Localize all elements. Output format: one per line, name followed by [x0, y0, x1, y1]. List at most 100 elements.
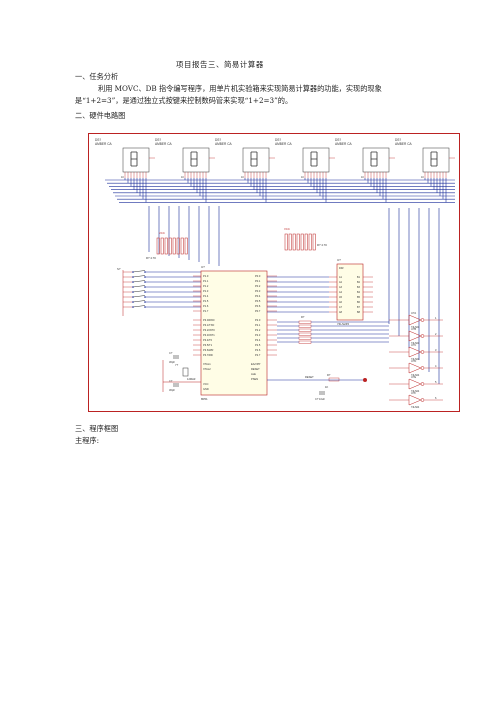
mcu-pin-label: P2.0 [255, 318, 261, 322]
latch-pin-label: A3 [339, 286, 343, 289]
capacitor-value-label: 30pF [169, 360, 175, 364]
mcu-pin-label: P0.7 [255, 309, 261, 313]
pullup-resistor [296, 233, 300, 251]
mcu-pin-label: P1.2 [203, 284, 209, 288]
mcu-pin-label: P1.6 [203, 304, 209, 308]
series-resistor [298, 336, 312, 340]
inverter-part-label: 74LS04 [411, 406, 420, 409]
resistor-ref-label: R? [301, 315, 305, 319]
display-part-label: AMBER CA [395, 142, 413, 146]
mcu-pin-label: P3.3/INT1 [203, 333, 215, 337]
inverter-ref-label: U?C [411, 343, 416, 347]
latch-pin-label: A4 [339, 291, 343, 294]
capacitor-ref-label: C? [169, 351, 173, 355]
crystal-oscillator [182, 367, 189, 377]
display-part-label: AMBER CA [95, 142, 113, 146]
display-ref-label: DS? [155, 138, 161, 142]
seven-segment-display [182, 147, 210, 173]
display-ref-label: DS? [215, 138, 221, 142]
section-3-heading: 三、程序框图 [75, 424, 119, 433]
mcu-pin-label: P2.2 [255, 328, 261, 332]
inverter-gate [408, 394, 422, 406]
pullup-resistor [164, 237, 168, 255]
latch-pin-label: B5 [357, 296, 361, 299]
pullup-resistor [312, 233, 316, 251]
inverter-gate [408, 362, 422, 374]
mcu-pin-label: P1.0 [203, 274, 209, 278]
inverter-part-label: 74LS04 [411, 326, 420, 329]
inverter-part-label: 74LS04 [411, 374, 420, 377]
mcu-pin-label: P3.2/INT0 [203, 328, 215, 332]
segment-glyph [190, 151, 198, 167]
digit-number-label: 1 [435, 316, 437, 320]
mcu-pin-label: P0.0 [255, 274, 261, 278]
display-ref-label: DS? [335, 138, 341, 142]
seven-segment-display [122, 147, 150, 173]
latch-pin-label: B4 [357, 291, 361, 294]
pullup-resistor [176, 237, 180, 255]
crystal-label: 12MHZ [187, 377, 196, 381]
resistor-value-label: 1K [325, 385, 328, 389]
bus-transceiver-74ls245 [336, 263, 364, 321]
switch-contact [132, 276, 134, 278]
reset-label: RESET [305, 375, 314, 379]
latch-pin-label: B7 [357, 306, 361, 309]
push-button-switch [132, 290, 146, 293]
pullup-resistor [184, 237, 188, 255]
latch-pin-label: A5 [339, 296, 343, 299]
latch-pin-label: B6 [357, 301, 361, 304]
pin-number: 10 [421, 176, 424, 179]
section-2-heading: 二、硬件电路图 [75, 111, 126, 120]
series-resistor [298, 340, 312, 344]
capacitor-value-label: 30pF [169, 388, 175, 392]
pullup-resistor [288, 233, 292, 251]
inverter-ref-label: U?A [411, 311, 416, 315]
pullup-resistor [304, 233, 308, 251]
digit-number-label: 3 [435, 348, 437, 352]
mcu-pin-label: P2.4 [255, 338, 261, 342]
pin-number: 10 [121, 176, 124, 179]
switch-contact [132, 291, 134, 293]
display-ref-label: DS? [275, 138, 281, 142]
display-part-label: AMBER CA [155, 142, 173, 146]
mcu-pin-label: ALE [251, 372, 256, 376]
section-1-paragraph-line-1: 利用 MOVC、DB 指令编写程序，用单片机实验箱来实现简易计算器的功能，实现的… [98, 84, 382, 93]
display-ref-label: DS? [95, 138, 101, 142]
display-part-label: AMBER CA [335, 142, 353, 146]
digit-number-label: 6 [435, 396, 437, 400]
switch-ref-label: S? [117, 267, 121, 271]
inverter-ref-label: U?B [411, 327, 416, 331]
switch-contact [132, 306, 134, 308]
vcc-node [363, 378, 367, 382]
mcu-pin-label: PSEN [251, 377, 258, 381]
pullup-resistor [300, 233, 304, 251]
segment-glyph [370, 151, 378, 167]
mcu-pin-label: P0.4 [255, 294, 261, 298]
digit-number-label: 4 [435, 364, 437, 368]
inverter-part-label: 74LS04 [411, 342, 420, 345]
latch-dir-label: DIR [339, 266, 344, 270]
inverter-part-label: 74LS04 [411, 390, 420, 393]
pin-number: 10 [361, 176, 364, 179]
latch-pin-label: B1 [357, 276, 361, 279]
mcu-pin-label: P2.6 [255, 348, 261, 352]
latch-pin-label: A7 [339, 306, 343, 309]
resistor-array-label: R? 4.7K [146, 256, 156, 260]
mcu-ref-label: U? [201, 265, 205, 269]
mcu-pin-label: XTAL2 [203, 367, 211, 371]
digit-number-label: 5 [435, 380, 437, 384]
mcu-pin-label: P2.7 [255, 353, 261, 357]
segment-glyph [250, 151, 258, 167]
inverter-gate [408, 378, 422, 390]
pullup-resistor [284, 233, 288, 251]
mcu-pin-label: P1.7 [203, 309, 209, 313]
mcu-pin-label: P0.3 [255, 289, 261, 293]
pullup-resistor [308, 233, 312, 251]
latch-pin-label: A6 [339, 301, 343, 304]
section-1-heading: 一、任务分析 [75, 72, 119, 81]
latch-pin-label: A1 [339, 276, 343, 279]
push-button-switch [132, 280, 146, 283]
mcu-pin-label: P3.0/RXD [203, 318, 215, 322]
